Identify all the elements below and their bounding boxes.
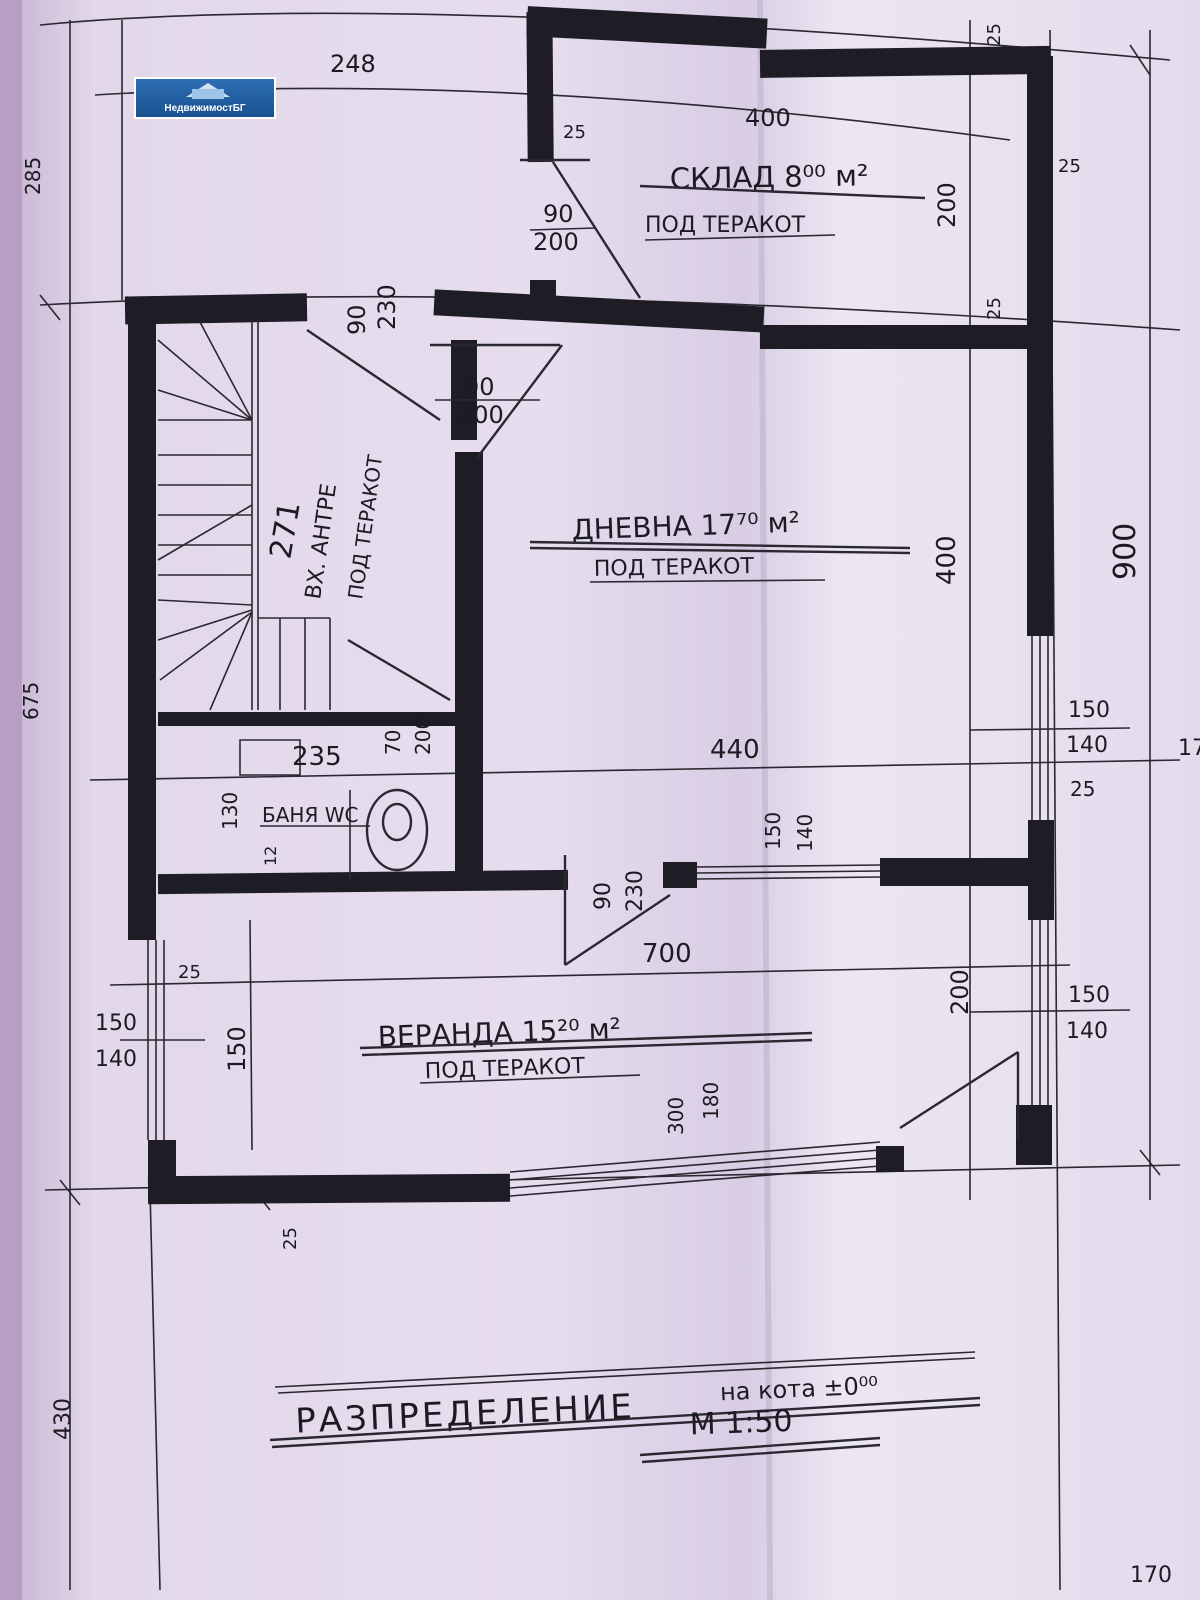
dim-200-d: 200 [946,969,974,1015]
dim-248: 248 [330,50,376,78]
dim-17: 17 [1178,736,1200,761]
logo-text: НедвижимостБГ [164,103,246,114]
dim-285: 285 [21,157,45,195]
walls [124,6,1054,1205]
dim-300: 300 [664,1097,688,1135]
title-block: РАЗПРЕДЕЛЕНИЕ на кота ±0⁰⁰ М 1:50 [269,1351,981,1464]
living-floor: ПОД ТЕРАКОТ [594,554,755,582]
bath-name: БАНЯ WC [262,803,358,827]
dim-675: 675 [19,682,43,720]
dim-150-a: 150 [1068,698,1110,723]
watermark-logo: НедвижимостБГ [134,77,276,119]
dim-12: 12 [261,846,280,866]
dim-140-a: 140 [1066,733,1108,758]
dim-150-d: 150 [223,1026,251,1072]
dim-150-e: 150 [1068,983,1110,1008]
dim-25-d: 25 [984,297,1005,320]
storage-name: СКЛАД 8⁰⁰ м² [670,158,869,195]
dim-235: 235 [292,742,342,772]
dim-200-storage: 200 [933,182,961,228]
living-name: ДНЕВНА 17⁷⁰ м² [571,506,800,547]
title-level: на кота ±0⁰⁰ [719,1371,878,1406]
hall-name: ВХ. АНТРЕ [301,482,342,601]
dim-70: 70 [381,730,405,755]
dim-700: 700 [642,939,692,969]
dim-140-c: 140 [95,1047,137,1072]
dim-90-a: 90 [543,200,574,228]
dim-140-b: 140 [793,814,817,852]
bathroom-fixtures [239,739,429,880]
dimension-labels: 248 400 25 25 25 25 200 90 200 90 200 90… [19,23,1200,1588]
dim-90-b: 90 [464,373,495,401]
dim-230-a: 230 [373,284,401,330]
dim-25-e: 25 [1070,777,1095,801]
dim-170: 170 [1130,1563,1172,1588]
paper-edge [0,0,22,1600]
dim-200-b: 200 [458,401,504,429]
dim-900: 900 [1108,523,1143,580]
title-main: РАЗПРЕДЕЛЕНИЕ [294,1387,635,1442]
dim-440: 440 [710,735,760,765]
title-scale: М 1:50 [689,1404,793,1443]
dim-140-d: 140 [1066,1019,1108,1044]
door-swings [306,158,1020,1140]
dim-150-c: 150 [95,1011,137,1036]
staircase [157,320,331,711]
dim-230-b: 230 [623,870,648,912]
dim-25-a: 25 [563,122,586,143]
dim-400-right: 400 [932,535,962,585]
dim-180: 180 [699,1082,723,1120]
house-icon [192,89,224,99]
dim-25-f: 25 [178,962,201,983]
dim-25-g: 25 [280,1227,301,1250]
paper-fold [757,0,773,1600]
dim-90-c: 90 [343,304,371,335]
dim-25-b: 25 [1058,156,1081,177]
window-openings [147,636,1049,1197]
storage-floor: ПОД ТЕРАКОТ [645,213,806,238]
dim-200-a: 200 [533,228,579,256]
dim-400-top: 400 [745,104,791,132]
dim-430: 430 [51,1398,76,1440]
dim-200-c: 200 [411,717,435,755]
dim-90-d: 90 [591,882,616,910]
dim-130: 130 [218,792,242,830]
hall-floor: ПОД ТЕРАКОТ [343,452,387,600]
room-labels: СКЛАД 8⁰⁰ м² ПОД ТЕРАКОТ ДНЕВНА 17⁷⁰ м² … [262,158,926,1084]
dim-150-b: 150 [761,812,785,850]
dim-25-c: 25 [984,23,1005,46]
dim-271: 271 [263,499,307,561]
